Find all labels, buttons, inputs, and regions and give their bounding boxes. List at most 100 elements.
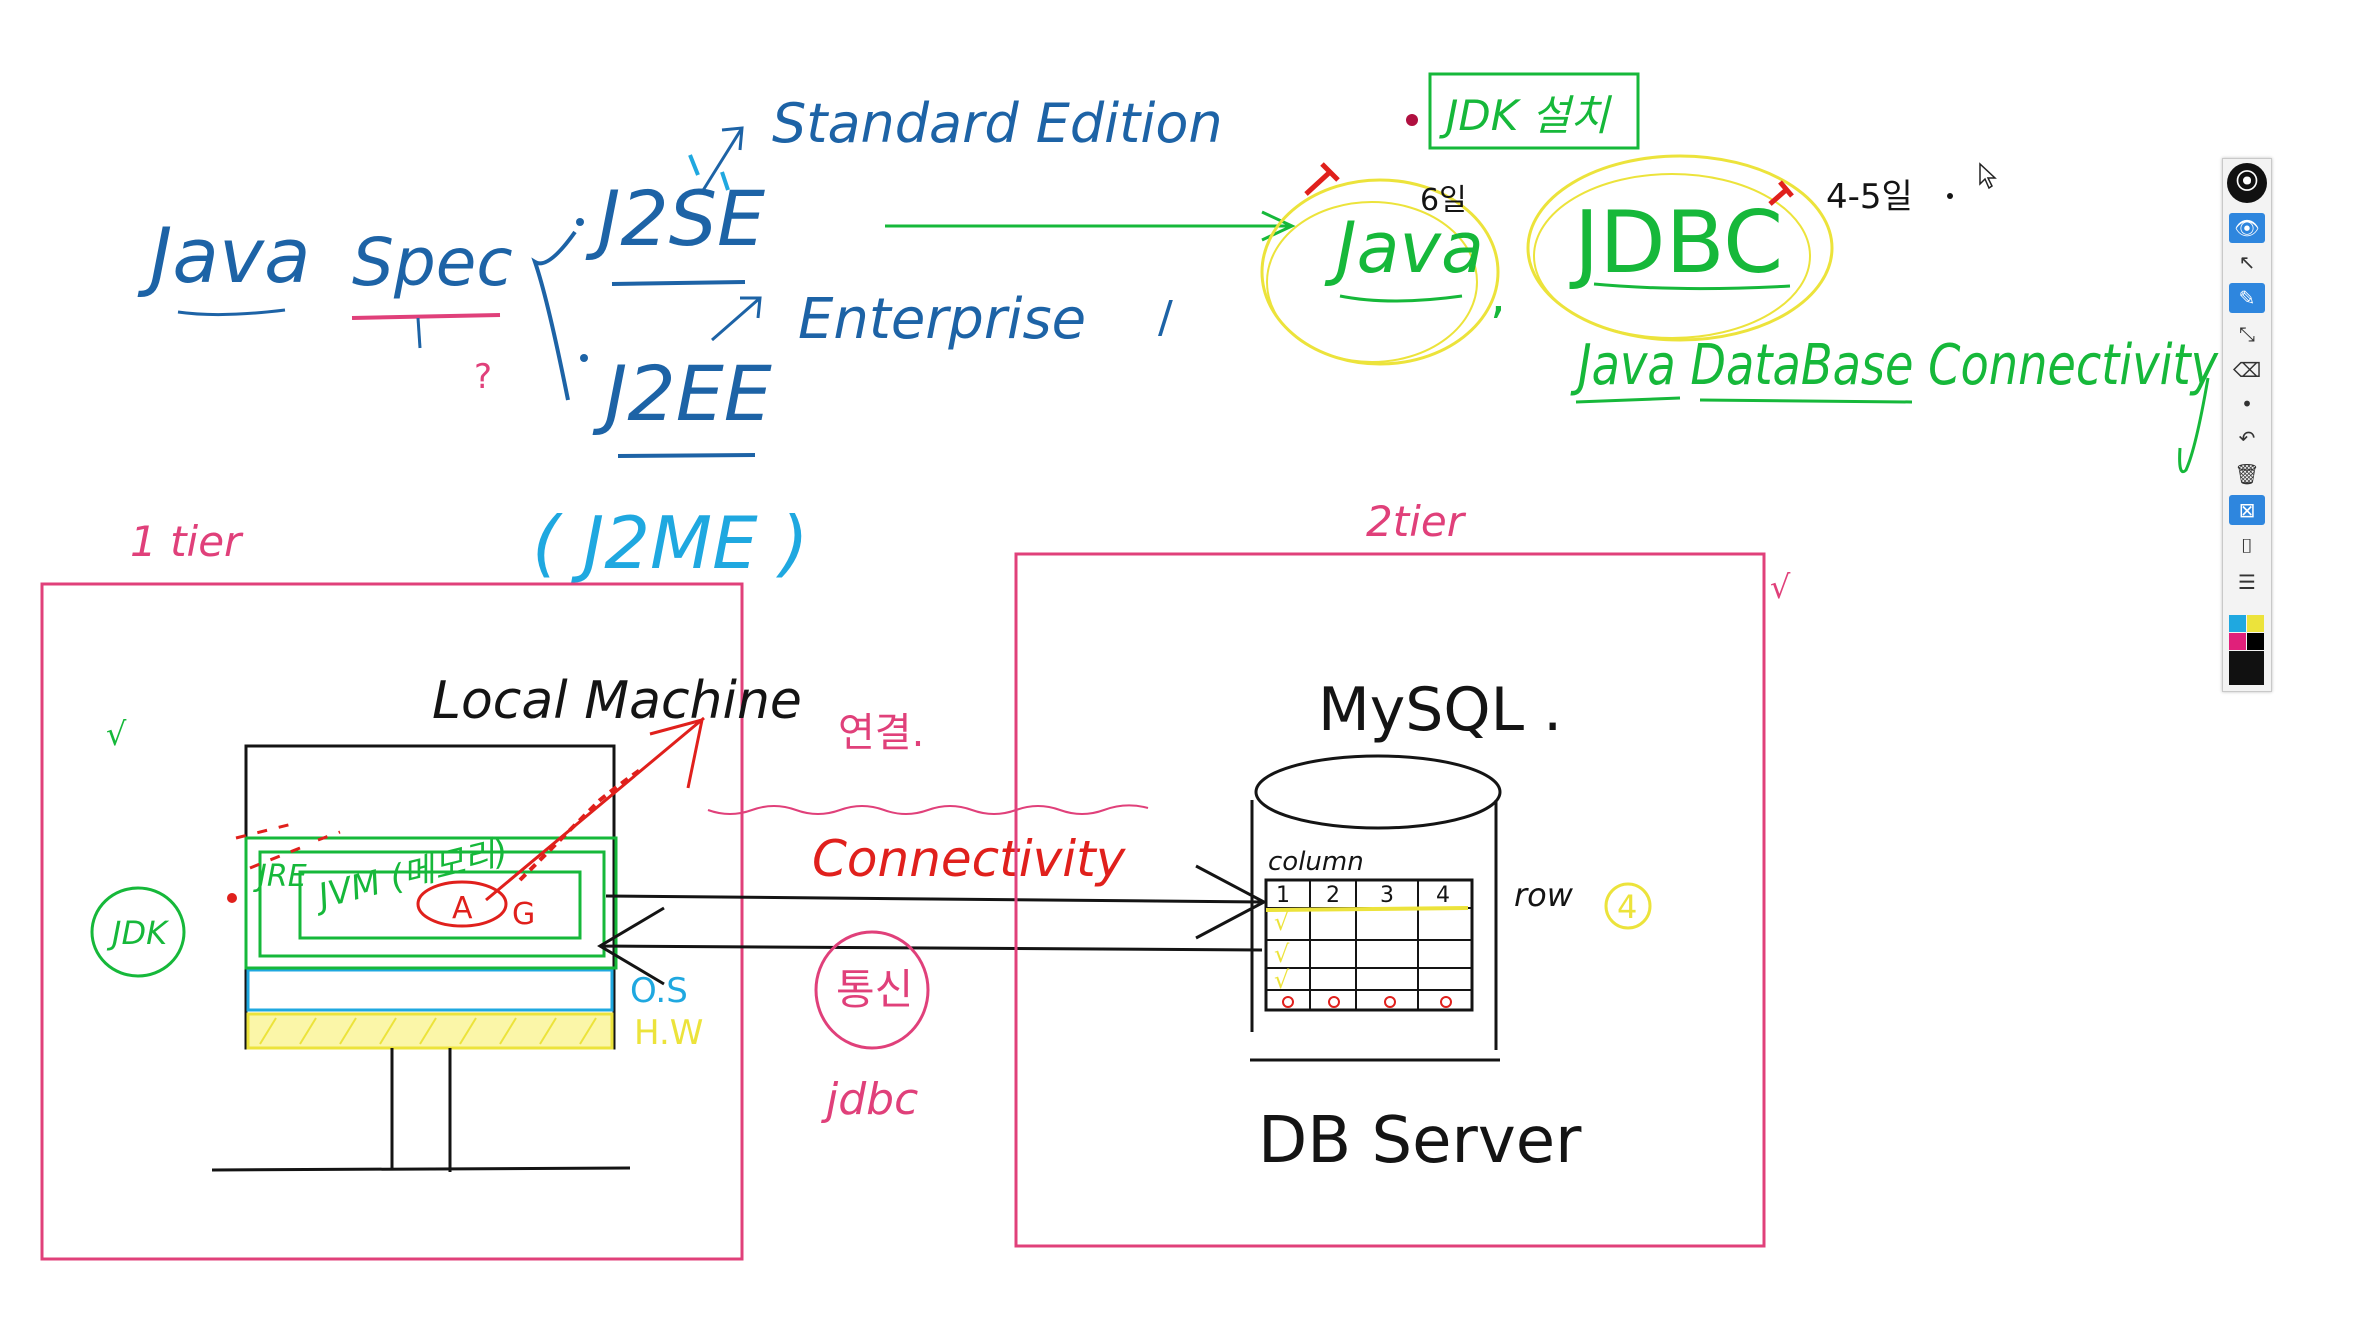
connect-ko-label: 연결. bbox=[838, 710, 924, 756]
monitor-base bbox=[211, 1166, 631, 1172]
spec-underline bbox=[351, 313, 501, 320]
j2se-underline bbox=[611, 280, 746, 286]
bullet-jdk bbox=[1406, 114, 1418, 126]
underline-database bbox=[1699, 398, 1913, 404]
db-row-check: √ bbox=[1274, 966, 1290, 994]
j2me-label: ( J2ME ) bbox=[532, 501, 809, 585]
db-row-dot bbox=[1282, 996, 1294, 1008]
app-ellipse bbox=[416, 880, 508, 928]
dot-after-days bbox=[1947, 193, 1953, 199]
eraser-icon[interactable]: ⌫ bbox=[2232, 358, 2262, 382]
color-swatch-black[interactable] bbox=[2247, 633, 2264, 650]
column-label: column bbox=[1268, 847, 1364, 877]
memory-arrow-scribble bbox=[518, 768, 642, 882]
jdk-label: JDK bbox=[106, 914, 170, 952]
cursor-icon[interactable]: ↖ bbox=[2238, 250, 2256, 274]
j2se-cyan-mark-1 bbox=[688, 154, 700, 176]
jre-dot bbox=[227, 893, 237, 903]
undo-icon[interactable]: ↶ bbox=[2238, 426, 2256, 450]
app-a-label: A bbox=[452, 891, 473, 926]
drawing-toolbar: ⦿ 👁 ↖ ✎ ⤡ ⌫ • ↶ 🗑 ⊠ ⌷ ☰ bbox=[2222, 158, 2272, 692]
tier2-box bbox=[1014, 552, 1766, 1248]
java-spec-group: Java Spec ? J2SE J2EE ( J2ME ) Standard … bbox=[137, 92, 1296, 585]
jdbc-group: JDK 설치 Java 6일 , JDBC 4-5일 Java DataBase… bbox=[1260, 72, 2219, 474]
connect-wave bbox=[707, 804, 1149, 815]
hw-label: H.W bbox=[634, 1013, 703, 1053]
spec-title: Spec bbox=[352, 224, 513, 301]
tier1-box bbox=[40, 582, 744, 1261]
db-server-label: DB Server bbox=[1258, 1104, 1582, 1178]
java-highlight-ellipse bbox=[1260, 178, 1500, 366]
line-icon[interactable]: ⤡ bbox=[2239, 322, 2255, 346]
connectivity-label: Connectivity bbox=[812, 830, 1127, 888]
db-row-check: √ bbox=[1274, 908, 1290, 936]
color-swatch-magenta[interactable] bbox=[2229, 633, 2246, 650]
color-swatch-yellow[interactable] bbox=[2247, 615, 2264, 632]
bullet-j2se bbox=[576, 218, 584, 226]
underline-java bbox=[1575, 396, 1681, 404]
spec-question: ? bbox=[474, 357, 492, 397]
tier1-check-mark: √ bbox=[106, 715, 127, 753]
trash-icon[interactable]: 🗑 bbox=[2234, 462, 2260, 486]
bullet-j2ee bbox=[580, 354, 588, 362]
os-layer bbox=[246, 968, 614, 1012]
j2ee-label: J2EE bbox=[592, 349, 772, 438]
java-circled-label: Java bbox=[1324, 207, 1484, 289]
db-row-dot bbox=[1384, 996, 1396, 1008]
app-g-label: G bbox=[512, 897, 535, 932]
jdbc-highlight-ellipse-2 bbox=[1533, 173, 1811, 339]
jre-label: JRE bbox=[253, 859, 307, 894]
pin-icon-jdbc bbox=[1768, 180, 1794, 206]
spec-bracket bbox=[531, 230, 577, 401]
db-table-header-cell: 2 bbox=[1326, 883, 1340, 908]
db-row-dot bbox=[1440, 996, 1452, 1008]
jre-layer bbox=[258, 850, 606, 958]
dot-icon[interactable]: • bbox=[2241, 392, 2253, 416]
java-title: Java bbox=[137, 211, 311, 300]
java-circled-underline bbox=[1339, 294, 1463, 303]
response-arrow bbox=[597, 906, 1263, 986]
java-underline bbox=[177, 308, 286, 317]
color-swatch-black-large[interactable] bbox=[2229, 651, 2264, 685]
jdk-ellipse bbox=[90, 886, 186, 978]
local-machine-label: Local Machine bbox=[432, 671, 802, 731]
row-count-circle bbox=[1604, 882, 1652, 930]
java-highlight-ellipse-2 bbox=[1266, 201, 1478, 363]
standard-edition-label: Standard Edition bbox=[772, 92, 1223, 155]
pen-icon[interactable]: ✎ bbox=[2229, 283, 2265, 313]
db-table-header-highlight bbox=[1265, 906, 1469, 912]
mouse-cursor-icon bbox=[1979, 162, 1997, 190]
mysql-label: MySQL . bbox=[1318, 675, 1562, 745]
color-swatch-cyan[interactable] bbox=[2229, 615, 2246, 632]
tier1-group: 1 tier √ Local Machine JRE JVM (메모리) JDK… bbox=[40, 517, 802, 1261]
connection-group: 연결. Connectivity 통신 jdbc bbox=[597, 710, 1268, 1125]
jdbc-meaning-label: Java DataBase Connectivity bbox=[1570, 333, 2219, 398]
eye-icon[interactable]: 👁 bbox=[2229, 213, 2265, 243]
j2ee-underline bbox=[617, 453, 756, 458]
j2se-label: J2SE bbox=[585, 174, 765, 263]
comm-ko-label: 통신 bbox=[836, 965, 913, 1014]
enterprise-slash: / bbox=[1158, 292, 1173, 343]
jdbc-underline bbox=[1593, 282, 1791, 291]
tier2-group: 2tier √ MySQL . column 1 2 3 4 √ √ √ bbox=[1014, 497, 1791, 1248]
spec-tick bbox=[416, 317, 422, 349]
enterprise-label: Enterprise bbox=[798, 287, 1086, 352]
camera-icon[interactable]: ⌷ bbox=[2241, 534, 2253, 558]
clipboard-icon[interactable]: ☰ bbox=[2238, 570, 2256, 594]
db-row-dot bbox=[1328, 996, 1340, 1008]
jdbc-label: JDBC bbox=[1569, 193, 1783, 293]
tier2-check-mark: √ bbox=[1770, 568, 1791, 606]
jdbc-highlight-ellipse bbox=[1526, 154, 1834, 342]
jvm-layer bbox=[298, 870, 582, 940]
arrow-standard bbox=[700, 126, 744, 193]
app-logo-icon[interactable]: ⦿ bbox=[2227, 163, 2267, 203]
tier1-label: 1 tier bbox=[130, 517, 244, 566]
clear-icon[interactable]: ⊠ bbox=[2229, 495, 2265, 525]
jdk-layer bbox=[244, 836, 618, 970]
row-count: 4 bbox=[1617, 888, 1637, 926]
jdbc-lower-label: jdbc bbox=[821, 1074, 918, 1125]
pin-icon-java bbox=[1304, 162, 1340, 196]
db-table-header-cell: 3 bbox=[1380, 883, 1394, 908]
